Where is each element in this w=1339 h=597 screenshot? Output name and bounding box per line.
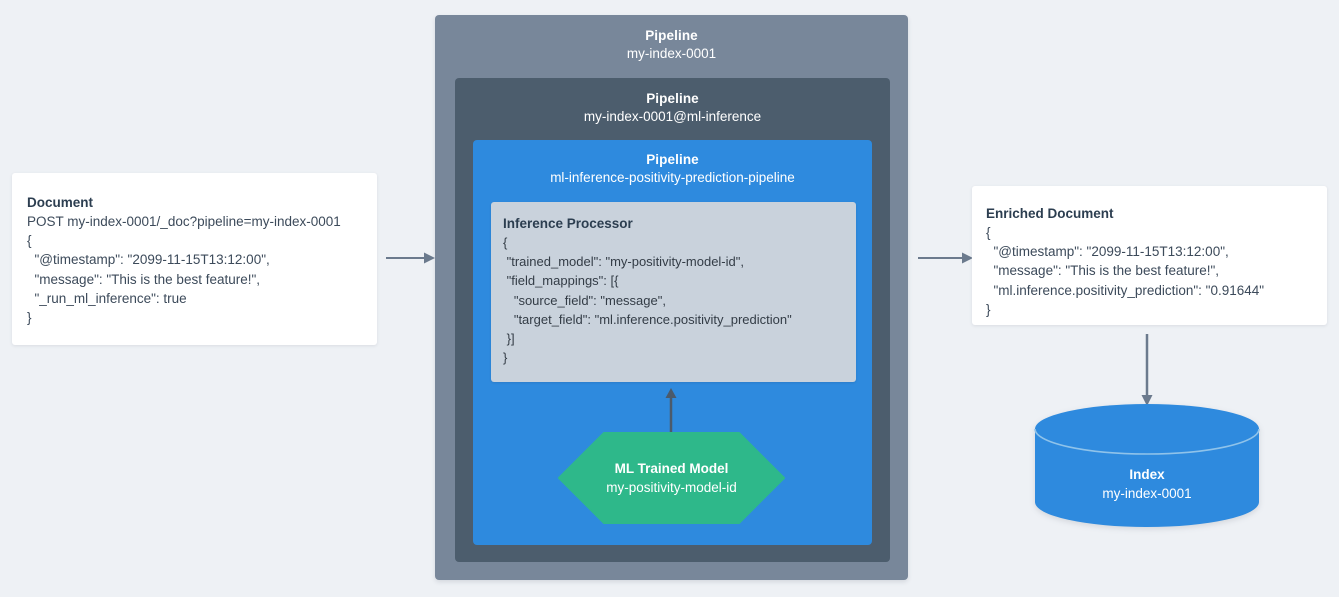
ml-trained-model-name: my-positivity-model-id (606, 480, 737, 495)
pipeline-middle-box: Pipeline my-index-0001@ml-inference Pipe… (455, 78, 890, 562)
arrow-enriched-document-to-index-icon (1141, 334, 1153, 406)
document-card-line: } (27, 310, 32, 326)
inference-processor-line: "source_field": "message", (503, 292, 666, 308)
inference-processor-line: } (503, 350, 508, 366)
inference-processor-line: "trained_model": "my-positivity-model-id… (503, 254, 744, 270)
enriched-document-card-line: } (986, 301, 991, 317)
enriched-document-card-line: { (986, 225, 991, 240)
index-kind: Index (1129, 467, 1165, 482)
hexagon-icon (558, 432, 785, 524)
enriched-document-card-line: "message": "This is the best feature!", (986, 263, 1220, 279)
inference-processor-line: "field_mappings": [{ (503, 273, 619, 289)
database-cylinder-icon (1034, 404, 1260, 527)
pipeline-outer-name: my-index-0001 (626, 46, 717, 61)
index-label: Index my-index-0001 (1033, 465, 1261, 503)
pipeline-outer-box: Pipeline my-index-0001 Pipeline my-index… (435, 15, 908, 580)
pipeline-outer-kind: Pipeline (645, 28, 698, 43)
inference-processor-title: Inference Processor (503, 216, 633, 231)
document-card-title: Document (27, 195, 94, 210)
pipeline-inner-name: ml-inference-positivity-prediction-pipel… (550, 170, 795, 185)
pipeline-middle-name: my-index-0001@ml-inference (583, 109, 762, 124)
enriched-document-card-line: "ml.inference.positivity_prediction": "0… (986, 282, 1265, 298)
document-card-line: { (27, 233, 32, 249)
arrow-document-to-pipeline-icon (386, 252, 435, 264)
arrow-model-to-processor-icon (665, 388, 677, 436)
inference-processor-line: }] (503, 331, 515, 347)
enriched-document-card-line: "@timestamp": "2099-11-15T13:12:00", (986, 244, 1229, 260)
ml-trained-model-kind: ML Trained Model (614, 461, 729, 476)
document-card: Document POST my-index-0001/_doc?pipelin… (12, 173, 377, 345)
pipeline-outer-header: Pipeline my-index-0001 (435, 15, 908, 63)
inference-processor-line: "target_field": "ml.inference.positivity… (503, 311, 792, 327)
inference-processor-line: { (503, 235, 508, 250)
pipeline-inner-kind: Pipeline (646, 152, 699, 167)
pipeline-inner-header: Pipeline ml-inference-positivity-predict… (473, 140, 872, 187)
document-card-line: POST my-index-0001/_doc?pipeline=my-inde… (27, 214, 341, 229)
document-card-line: "message": "This is the best feature!", (27, 271, 261, 287)
document-card-line: "_run_ml_inference": true (27, 290, 187, 306)
document-card-line: "@timestamp": "2099-11-15T13:12:00", (27, 252, 270, 268)
pipeline-middle-header: Pipeline my-index-0001@ml-inference (455, 78, 890, 126)
pipeline-inner-box: Pipeline ml-inference-positivity-predict… (473, 140, 872, 545)
pipeline-middle-kind: Pipeline (646, 91, 699, 106)
arrow-pipeline-to-enriched-document-icon (918, 252, 973, 264)
enriched-document-card: Enriched Document { "@timestamp": "2099-… (972, 186, 1327, 325)
index-cylinder-shape: Index my-index-0001 (1033, 403, 1261, 528)
ml-trained-model-shape: ML Trained Model my-positivity-model-id (558, 432, 785, 524)
enriched-document-card-title: Enriched Document (986, 206, 1114, 221)
inference-processor-box: Inference Processor { "trained_model": "… (491, 202, 856, 382)
ml-trained-model-label: ML Trained Model my-positivity-model-id (558, 432, 785, 524)
index-name: my-index-0001 (1102, 486, 1192, 501)
